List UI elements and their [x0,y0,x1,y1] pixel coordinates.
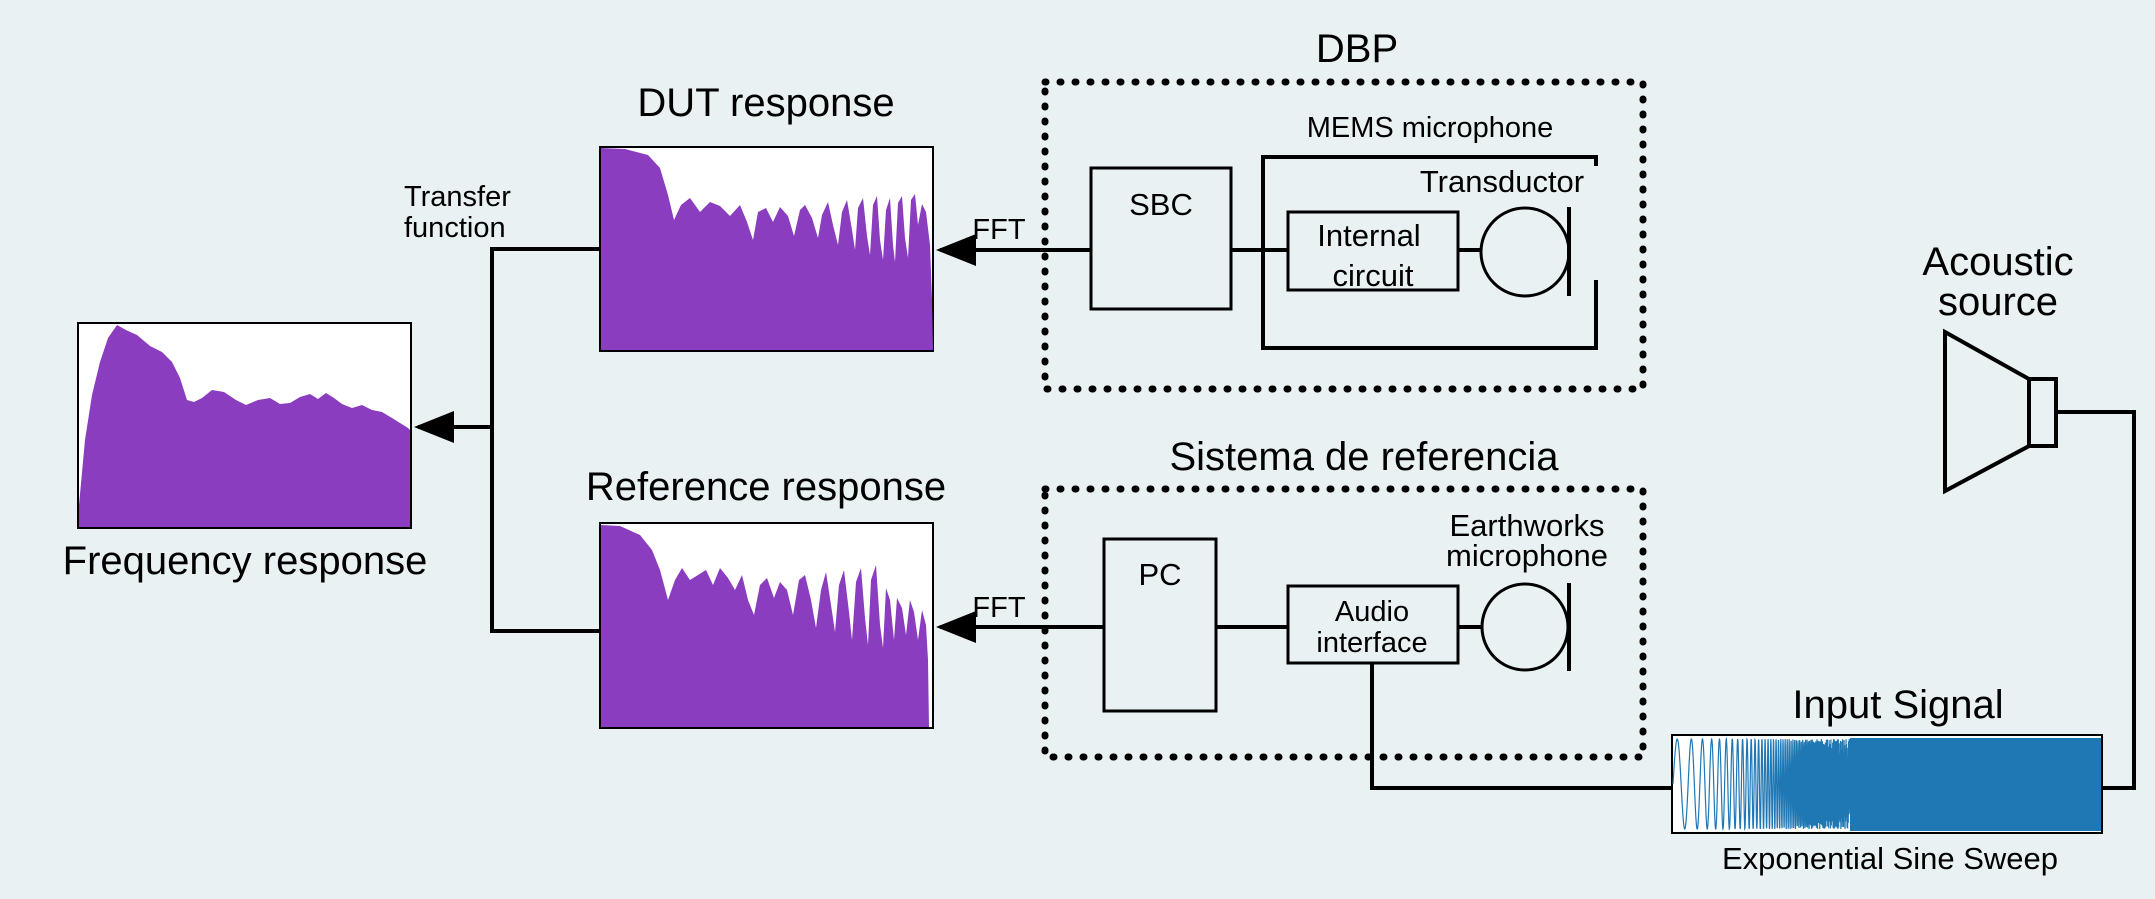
mems-microphone-enclosure [1261,155,1598,350]
acoustic-source-group: Acoustic source [1922,240,2136,790]
acoustic-source-label-line1: Acoustic [1922,240,2073,284]
frequency-response-title: Frequency response [63,539,428,583]
audio-interface-label-line1: Audio [1335,596,1409,628]
transfer-function-label-line2: function [404,212,506,244]
sweep-caption: Exponential Sine Sweep [1722,841,2058,876]
dut-response-title: DUT response [637,81,894,125]
reference-response-group: Reference response FFT [586,465,1104,729]
microphone-icon [1479,206,1571,298]
earthworks-label-line2: microphone [1446,538,1608,573]
reference-system-title: Sistema de referencia [1169,435,1559,479]
transfer-function-group: Transfer function [404,181,600,633]
internal-circuit-label-line2: circuit [1333,258,1414,293]
transductor-label: Transductor [1420,164,1584,199]
microphone-icon [1480,582,1571,672]
reference-response-title: Reference response [586,465,946,509]
speaker-to-sweep-line [2056,410,2136,790]
transfer-function-bracket [490,247,600,633]
pc-label: PC [1138,557,1181,592]
acoustic-source-label-line2: source [1938,280,2058,324]
sweep-waveform [1672,736,1853,831]
sbc-box [1089,166,1233,311]
sweep-dense-band [1850,738,2101,831]
earthworks-label-line1: Earthworks [1449,508,1604,543]
audio-interface-label-line2: interface [1316,627,1427,659]
fft-bottom-label: FFT [972,592,1025,624]
reference-response-spectrum [601,525,929,727]
dbp-title: DBP [1316,27,1398,71]
transfer-function-label-line1: Transfer [404,181,511,213]
fft-top-label: FFT [972,214,1025,246]
frequency-response-spectrum [79,325,410,527]
speaker-icon [1943,328,2058,495]
dbp-boundary [1041,78,1647,393]
dbp-group: DBP MEMS microphone Transductor SBC Inte… [1041,27,1647,393]
audio-interface-to-sweep-line [1370,663,1672,790]
sbc-label: SBC [1129,187,1193,222]
sweep-waveform-trace [1672,736,1853,831]
reference-system-group: Sistema de referencia PC Audio interface… [1041,435,1647,761]
internal-circuit-label-line1: Internal [1317,218,1420,253]
reference-system-boundary [1041,485,1647,761]
dut-response-group: DUT response FFT [599,81,1091,352]
mems-microphone-label: MEMS microphone [1307,112,1554,144]
dut-response-spectrum [601,148,933,350]
input-signal-group: Input Signal Exponential Sine Sweep [1370,663,2103,876]
input-signal-title: Input Signal [1792,683,2003,727]
frequency-response-group: Frequency response [63,322,428,583]
